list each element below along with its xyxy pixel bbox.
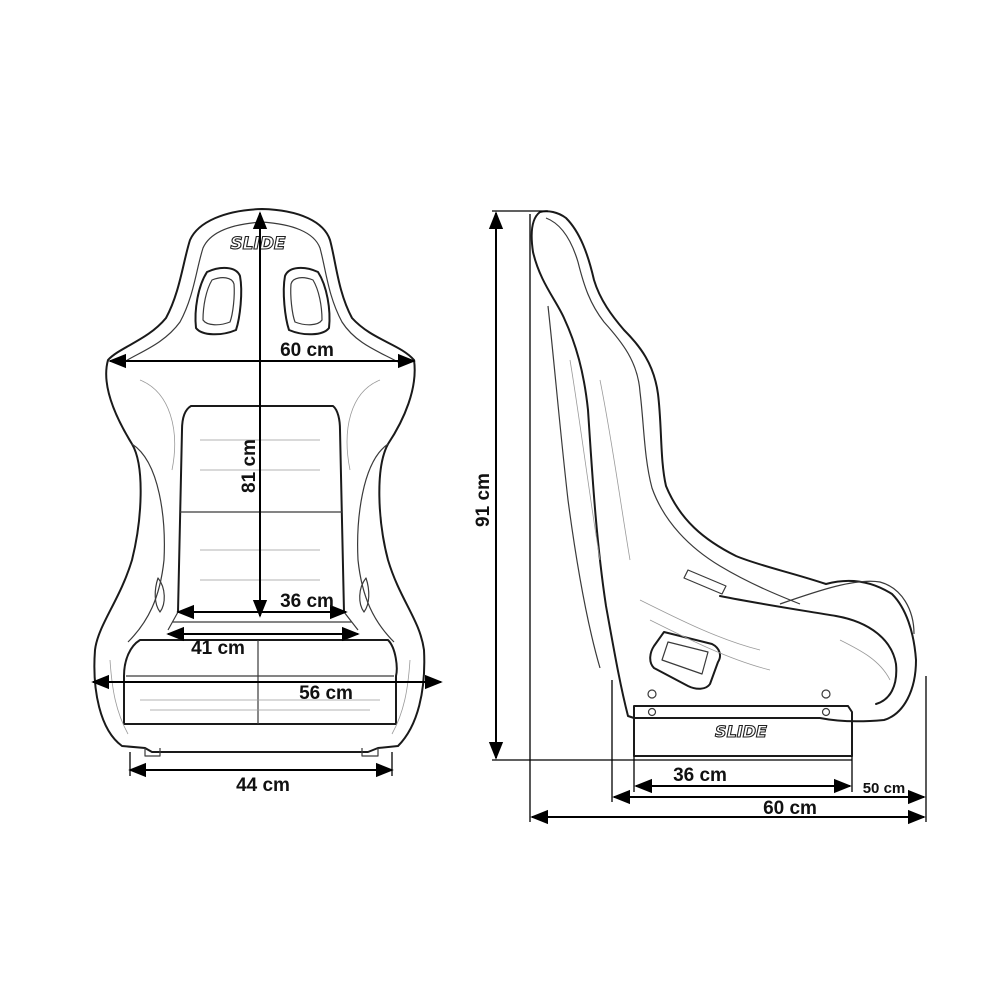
side-bracket-bolts — [647, 689, 831, 717]
label-total-height: 91 cm — [473, 473, 494, 527]
front-mount-feet — [144, 748, 379, 757]
front-shell-inner-edge — [123, 221, 399, 363]
side-view: SLIDE — [530, 210, 917, 757]
label-seat-width: 56 cm — [299, 683, 353, 704]
front-bolster-right — [357, 443, 395, 643]
side-back-edge — [547, 305, 601, 669]
side-fabric-texture — [569, 359, 891, 681]
label-backrest-height: 81 cm — [239, 439, 260, 493]
side-handle-inner — [661, 641, 709, 675]
dimension-lines — [91, 210, 927, 825]
label-inner-upper-width: 36 cm — [280, 591, 334, 612]
side-slot-right — [359, 577, 370, 613]
front-bolster-left — [127, 443, 165, 643]
belt-hole-left-inner — [202, 277, 235, 326]
label-base-depth: 36 cm — [673, 765, 727, 786]
label-base-width: 44 cm — [236, 775, 290, 796]
belt-hole-right — [282, 266, 331, 336]
label-total-depth: 60 cm — [763, 798, 817, 819]
side-slot-left — [154, 577, 165, 613]
side-seat-cushion-edge — [779, 580, 915, 635]
label-backrest-width: 60 cm — [280, 340, 334, 361]
belt-hole-right-inner — [290, 277, 323, 326]
belt-hole-left — [194, 266, 243, 336]
side-belt-slot — [683, 569, 727, 595]
seat-cushion — [123, 639, 398, 725]
side-shell-inner-line — [545, 217, 801, 605]
lumbar-transition — [167, 611, 359, 631]
label-inner-lower-width: 41 cm — [191, 638, 245, 659]
side-handle — [649, 631, 721, 690]
side-seat-cushion — [719, 595, 898, 705]
side-logo: SLIDE — [715, 722, 767, 741]
side-seat-shell — [530, 210, 917, 723]
side-bracket — [633, 705, 853, 757]
dimension-labels: 60 cm 81 cm 36 cm 41 cm 56 cm 44 cm 91 c… — [191, 340, 905, 819]
front-logo: SLIDE — [230, 234, 286, 254]
label-front-depth: 50 cm — [863, 780, 906, 797]
front-seat-shell — [93, 208, 426, 753]
